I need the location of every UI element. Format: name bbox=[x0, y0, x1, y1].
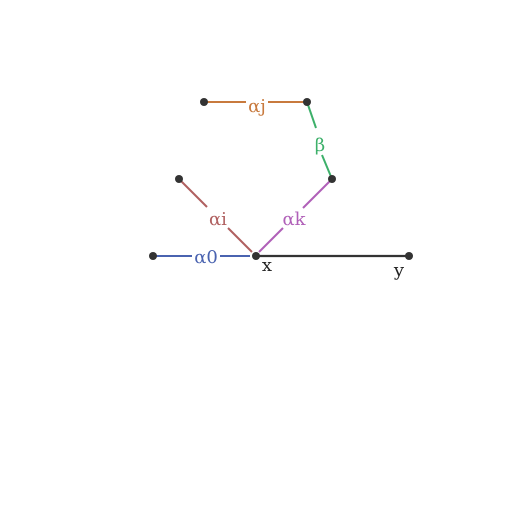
node-alpha-i-end bbox=[175, 175, 183, 183]
edge-alpha-k-lower bbox=[258, 227, 284, 253]
label-y: y bbox=[393, 260, 405, 281]
label-alpha0: α0 bbox=[194, 247, 218, 268]
edge-alpha-k-upper bbox=[302, 178, 333, 209]
edge-alpha-i-upper bbox=[178, 178, 208, 208]
node-y bbox=[405, 252, 413, 260]
node-alpha-k-end bbox=[328, 175, 336, 183]
edge-beta-upper bbox=[306, 101, 317, 129]
edge-beta-lower bbox=[321, 154, 333, 180]
label-alpha-i: αi bbox=[209, 209, 227, 230]
label-alpha-k: αk bbox=[282, 209, 306, 230]
node-alpha-j-right bbox=[303, 98, 311, 106]
label-alpha-j: αj bbox=[248, 96, 266, 117]
node-alpha-j-left bbox=[200, 98, 208, 106]
edge-alpha-i-lower bbox=[227, 227, 253, 253]
node-x bbox=[252, 252, 260, 260]
label-beta: β bbox=[315, 135, 325, 156]
label-x: x bbox=[262, 255, 272, 276]
node-alpha0-end bbox=[149, 252, 157, 260]
